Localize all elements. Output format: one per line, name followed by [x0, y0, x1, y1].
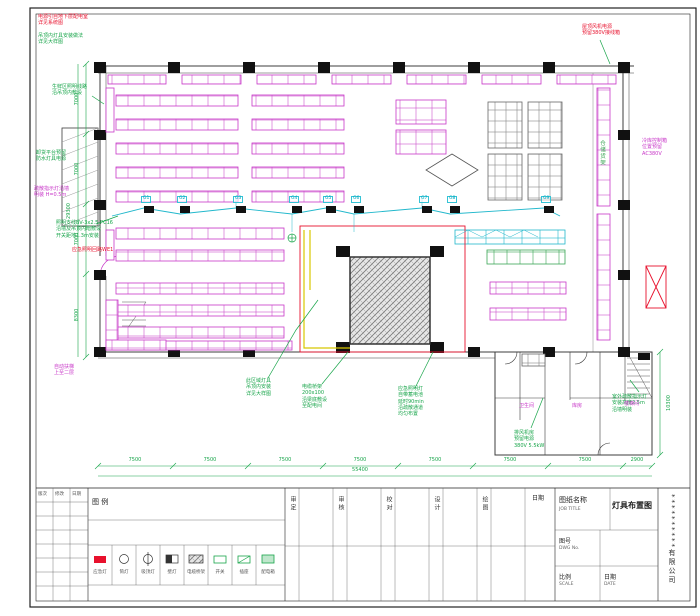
room-label-store: 库房: [572, 403, 583, 409]
title-name-en: JOB TITLE: [559, 507, 581, 512]
legend-label: 开关: [215, 570, 225, 575]
note-circuit-spec: 照明支线BV-3x2.5-PC16 沿墙及吊顶内暗敷设 开关距地1.3m安装: [56, 220, 113, 239]
scale-en: SCALE: [559, 582, 574, 587]
date-label: 日期: [604, 574, 617, 581]
note-roof-fan: 屋顶风机电源 预留380V接线箱: [582, 24, 620, 37]
scale-label: 比例: [559, 574, 572, 581]
fixture-tag: G8: [447, 196, 458, 203]
rev-header: 版次: [38, 492, 47, 497]
fixture-tag: G2: [177, 196, 188, 203]
structural-columns: [94, 62, 650, 360]
dim-bottom: 2900: [630, 457, 644, 463]
green-annotation-lines: [91, 39, 640, 429]
drawing-title: 灯具布置图: [612, 501, 652, 510]
note-emergency-lights: 应急照明灯 自带蓄电池 延时90min 沿疏散通道 均匀布置: [398, 386, 424, 417]
rev-header: 日期: [72, 492, 81, 497]
yellow-cable-tray: [303, 230, 350, 349]
legend-symbols: [94, 552, 275, 566]
fixture-tag: G5: [323, 196, 334, 203]
sheet-frame: [29, 7, 697, 608]
note-fresh-area: 生鲜区照明线路 沿吊顶内敷设: [52, 84, 88, 97]
note-emergency-circuit: 应急照明回路WE1: [72, 247, 114, 253]
legend-label: 壁灯: [167, 570, 177, 575]
legend-label: 电缆桥架: [187, 570, 205, 575]
room-label-stair: 楼梯间: [624, 401, 640, 407]
dim-left: 7000: [74, 92, 80, 106]
note-power-source: 电源引自地下层配电室 详见系统图: [38, 14, 89, 27]
fixture-tag: G7: [419, 196, 430, 203]
dim-left: 8300: [74, 308, 80, 322]
date-en: DATE: [604, 582, 616, 587]
sign-col-label: 绘图: [481, 496, 488, 512]
note-cable-tray: 电缆桥架 200x100 沿梁底敷设 至配电间: [302, 384, 328, 409]
fixture-tag: G9: [541, 196, 552, 203]
title-name-label: 图纸名称: [559, 496, 587, 504]
legend-label: 配电箱: [261, 570, 275, 575]
note-ceiling-detail: 吊顶内灯具安装做法 详见大样图: [38, 33, 84, 46]
sign-col-label: 审核: [337, 496, 344, 512]
sign-date-label: 日期: [532, 495, 545, 502]
legend-label: 插座: [239, 570, 249, 575]
note-fan-room: 排风机房 预留电源 380V 5.5kW: [514, 430, 545, 449]
legend-label: 应急灯: [93, 570, 107, 575]
note-outdoor-exit-sign: 室外疏散指示灯 安装高度2.5m 沿墙明装: [612, 394, 648, 413]
fixture-tag: G6: [351, 196, 362, 203]
dim-left-total: 29300: [66, 203, 72, 219]
fixture-tag: G3: [233, 196, 244, 203]
note-exit-sign: 疏散指示灯沿墙 明装 H=0.5m: [34, 186, 70, 199]
dim-bottom-total: 55400: [352, 467, 368, 473]
room-label-wc: 卫生间: [519, 403, 535, 409]
sign-col-label: 校对: [385, 496, 392, 512]
fixture-tag: G4: [289, 196, 300, 203]
sign-col-label: 审定: [289, 496, 296, 512]
dim-bottom: 7500: [278, 457, 292, 463]
dim-left: 7000: [74, 232, 80, 246]
dim-left: 7000: [74, 162, 80, 176]
rev-header: 修改: [55, 492, 64, 497]
hatched-core: [349, 256, 431, 345]
room-label-corridor: 仓储货架: [599, 140, 605, 166]
dim-bottom: 7500: [128, 457, 142, 463]
legend-label: 吸顶灯: [141, 570, 155, 575]
legend-label: 筒灯: [119, 570, 129, 575]
dimension-lines: [77, 60, 664, 477]
dim-bottom: 7500: [203, 457, 217, 463]
note-escalator: 自动扶梯 上至二层: [54, 364, 75, 377]
dim-bottom: 7500: [353, 457, 367, 463]
sign-col-label: 设计: [433, 496, 440, 512]
company-name: **********有限公司: [668, 494, 676, 585]
dim-bottom: 7500: [578, 457, 592, 463]
dim-right: 10300: [666, 395, 672, 411]
dim-bottom: 7500: [428, 457, 442, 463]
dwg-no-label: 图号: [559, 538, 572, 545]
shelving-gondolas: [105, 74, 617, 351]
legend-title: 图 例: [92, 498, 109, 506]
note-loading-dock: 卸货平台预留 防水灯具电源: [36, 150, 67, 163]
red-zone: [299, 225, 667, 353]
dim-bottom: 7500: [503, 457, 517, 463]
fixture-tag: G1: [141, 196, 152, 203]
dwg-no-en: DWG No.: [559, 546, 580, 551]
freezer-islands: [425, 101, 566, 367]
note-area-lights: 此区域灯具 吊顶内安装 详见大样图: [246, 378, 272, 397]
note-cold-storage: 冷库控制箱 位置预留 AC380V: [642, 138, 668, 157]
